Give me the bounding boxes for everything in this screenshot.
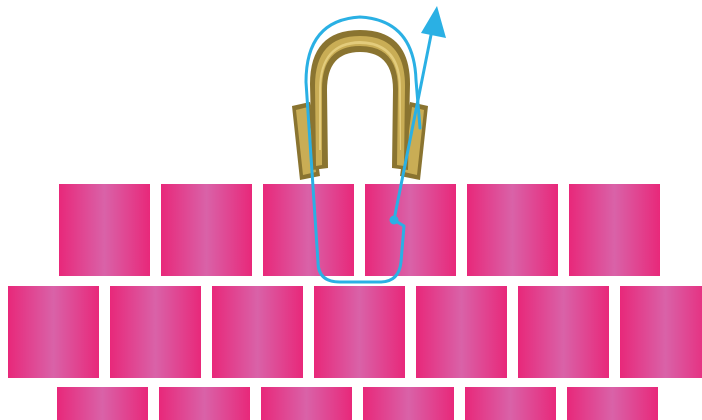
tile-row3-5 [465, 387, 556, 420]
arrow-up-icon [421, 6, 446, 38]
threading-start-dot [390, 216, 399, 225]
tile-row1-6 [569, 184, 660, 276]
tile-row2-3 [212, 286, 303, 378]
tile-row3-6 [567, 387, 658, 420]
tile-row2-5 [416, 286, 507, 378]
tile-row2-2 [110, 286, 201, 378]
tile-row2-4 [314, 286, 405, 378]
tile-row3-1 [57, 387, 148, 420]
tile-row1-5 [467, 184, 558, 276]
tile-row2-1 [8, 286, 99, 378]
tile-row1-2 [161, 184, 252, 276]
tile-row3-2 [159, 387, 250, 420]
tile-row2-7 [620, 286, 702, 378]
tile-row1-3 [263, 184, 354, 276]
tile-row2-6 [518, 286, 609, 378]
tile-row1-1 [59, 184, 150, 276]
tile-row1-4 [365, 184, 456, 276]
tile-row3-4 [363, 387, 454, 420]
tile-grid [8, 184, 702, 420]
tile-row3-3 [261, 387, 352, 420]
